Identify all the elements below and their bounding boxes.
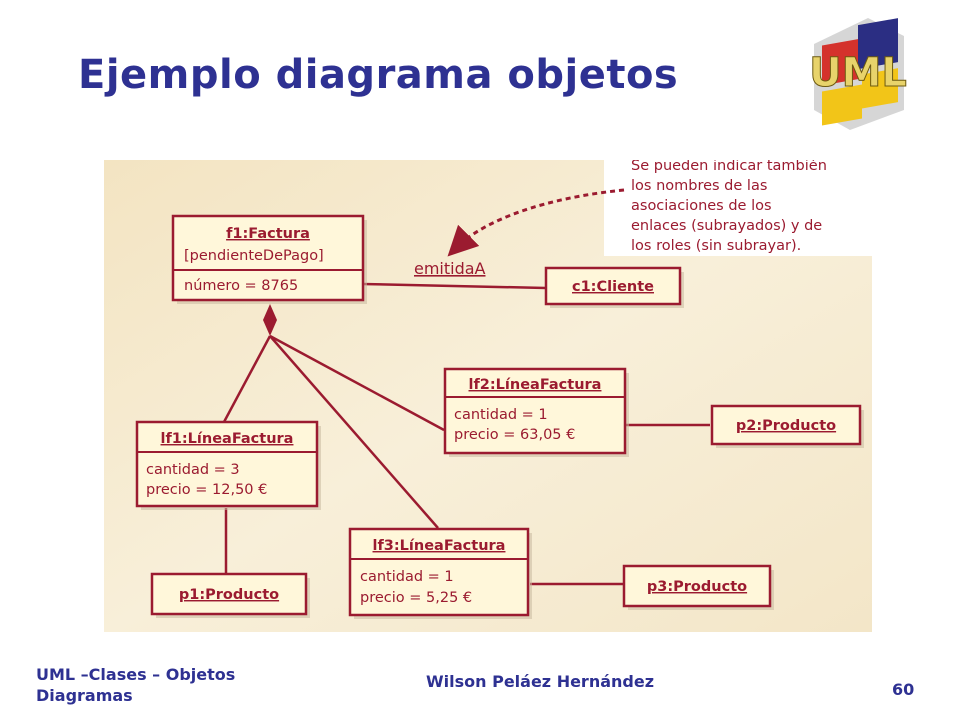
composition-diamond xyxy=(263,304,277,336)
link-f1-lf3 xyxy=(269,335,439,529)
object-name: c1:Cliente xyxy=(572,279,654,295)
object-lf1: lf1:LíneaFactura cantidad = 3 precio = 1… xyxy=(135,420,321,510)
object-name: p2:Producto xyxy=(736,418,836,434)
link-f1-lf2 xyxy=(269,334,445,432)
object-c1: c1:Cliente xyxy=(544,266,684,308)
association-label: emitidaA xyxy=(414,259,486,278)
object-name: p1:Producto xyxy=(179,587,279,603)
note-line: los nombres de las xyxy=(631,178,767,194)
object-attribute: cantidad = 3 xyxy=(146,462,240,478)
object-attribute: precio = 63,05 € xyxy=(454,427,575,443)
note-line: enlaces (subrayados) y de xyxy=(631,218,822,234)
object-name: p3:Producto xyxy=(647,579,747,595)
object-p2: p2:Producto xyxy=(710,404,864,448)
object-attribute: precio = 12,50 € xyxy=(146,482,267,498)
link-f1-lf1 xyxy=(222,335,272,423)
object-p3: p3:Producto xyxy=(622,564,774,610)
object-attribute: número = 8765 xyxy=(184,278,298,294)
note-background xyxy=(604,160,872,256)
object-attribute: cantidad = 1 xyxy=(360,569,454,585)
object-name: f1:Factura xyxy=(226,226,310,242)
object-state: [pendienteDePago] xyxy=(184,248,324,264)
object-name: lf1:LíneaFactura xyxy=(161,431,294,447)
link-emitidaA xyxy=(361,282,547,290)
footer-author: Wilson Peláez Hernández xyxy=(426,672,655,691)
object-name: lf3:LíneaFactura xyxy=(373,538,506,554)
note-line: los roles (sin subrayar). xyxy=(631,238,801,254)
object-f1: f1:Factura [pendienteDePago] número = 87… xyxy=(171,214,367,304)
object-name: lf2:LíneaFactura xyxy=(469,377,602,393)
footer-course-title: UML –Clases – Objetos Diagramas xyxy=(36,665,236,705)
object-lf2: lf2:LíneaFactura cantidad = 1 precio = 6… xyxy=(443,367,629,457)
object-lf3: lf3:LíneaFactura cantidad = 1 precio = 5… xyxy=(348,527,532,619)
note: Se pueden indicar también los nombres de… xyxy=(631,160,827,254)
object-diagram: Se pueden indicar también los nombres de… xyxy=(104,160,872,632)
note-arrow xyxy=(447,188,625,257)
object-attribute: cantidad = 1 xyxy=(454,407,548,423)
slide-title: Ejemplo diagrama objetos xyxy=(78,52,679,98)
object-p1: p1:Producto xyxy=(150,572,310,618)
object-attribute: precio = 5,25 € xyxy=(360,590,472,606)
note-line: Se pueden indicar también xyxy=(631,160,827,174)
footer-page-number: 60 xyxy=(892,680,915,699)
note-line: asociaciones de los xyxy=(631,198,772,214)
logo-text: UML xyxy=(809,50,907,96)
uml-logo: UML xyxy=(809,18,907,130)
